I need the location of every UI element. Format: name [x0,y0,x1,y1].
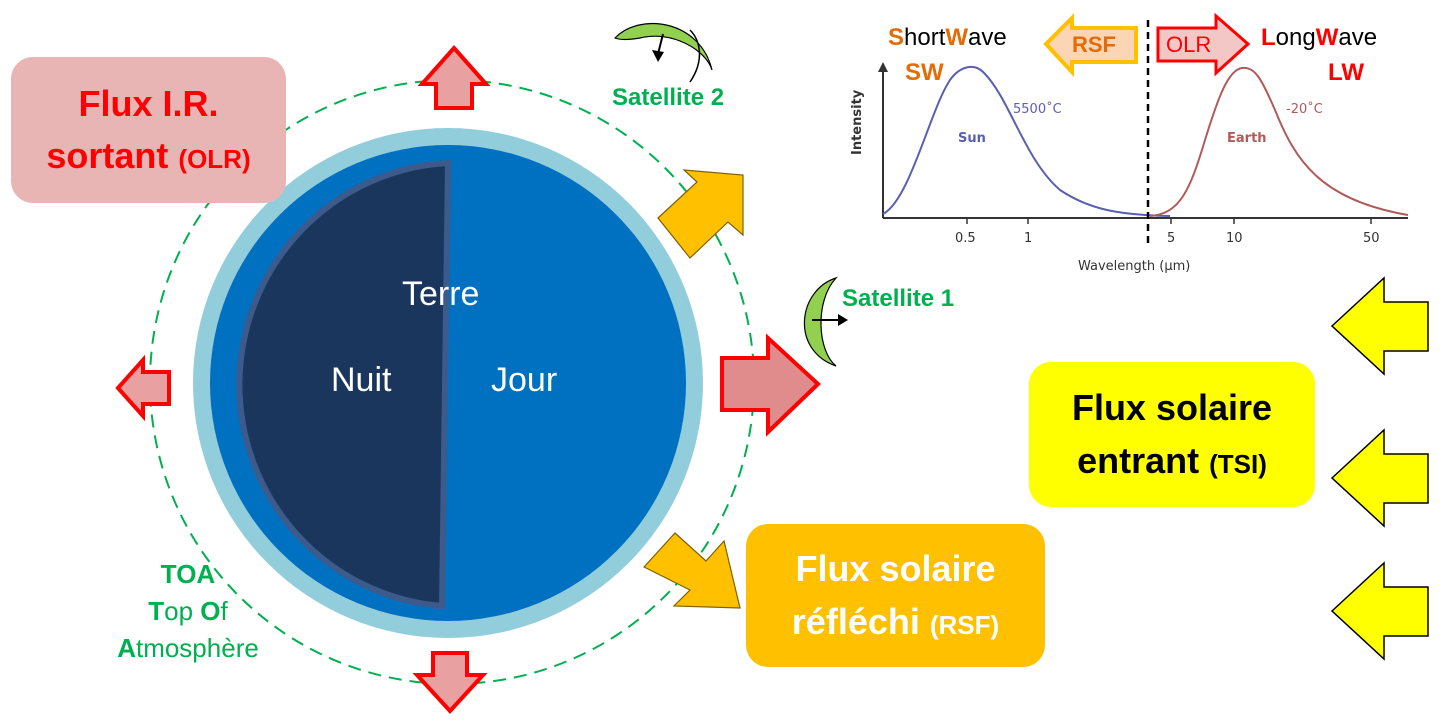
satellite-1-icon [803,276,848,367]
spectrum-xlabel: Wavelength (μm) [1078,259,1191,274]
sun-temp: 5500˚C [1013,102,1062,117]
satellite-2-label: Satellite 2 [612,84,725,111]
tick-label: 1 [1024,231,1033,246]
tsi-box-abbr: (TSI) [1209,448,1267,479]
tsi-arrow-2 [1330,428,1429,528]
toa-line1: TOA [160,559,216,589]
olr-arrow-right [720,333,821,437]
tick-label: 5 [1167,231,1176,246]
tick-label: 10 [1226,231,1243,246]
toa-label: TOA Top Of Atmosphère [108,556,268,667]
rsf-box: Flux solaire réfléchi (RSF) [746,524,1045,667]
olr-legend-label: OLR [1166,32,1212,57]
day-label: Jour [491,361,558,399]
tick-label: 0.5 [955,231,976,246]
longwave-title: LongWave [1261,24,1378,51]
spectrum-chart [878,12,1409,245]
earth-night-side [236,159,452,610]
olr-arrow-left [115,354,171,422]
earth-temp: -20˚C [1286,102,1323,117]
olr-box-line1: Flux I.R. [78,82,219,124]
toa-line3: Atmosphère [117,633,259,663]
shortwave-title: ShortWave [888,24,1007,51]
earth-title: Terre [402,275,480,313]
sw-abbr: SW [905,59,944,86]
night-label: Nuit [331,361,392,399]
rsf-box-line1: Flux solaire [795,548,996,590]
tsi-box-line2-wrap: entrant (TSI) [1077,435,1267,487]
rsf-box-line2: réfléchi [791,600,920,642]
satellite-2-icon [613,22,713,83]
tsi-arrow-3 [1330,561,1429,661]
lw-abbr: LW [1328,59,1364,86]
tsi-box: Flux solaire entrant (TSI) [1029,362,1315,507]
olr-box-line2: sortant [46,135,169,176]
olr-arrow-down [412,651,488,714]
spectrum-ylabel: Intensity [850,89,865,155]
rsf-box-abbr: (RSF) [929,609,1000,640]
earth-curve [1149,66,1409,217]
olr-legend-arrow [1156,12,1251,77]
rsf-arrow-upper [657,169,744,259]
tsi-arrow-1 [1330,276,1429,376]
rsf-box-line2-wrap: réfléchi (RSF) [792,596,999,648]
sun-curve [882,65,1171,217]
tsi-box-line1: Flux solaire [1071,387,1273,429]
satellite-1-label: Satellite 1 [842,285,955,312]
olr-arrow-up [417,44,491,110]
olr-box: Flux I.R. sortant (OLR) [11,57,286,203]
tick-label: 50 [1363,231,1380,246]
toa-line2: Top Of [148,596,228,626]
spectrum-y-axis-arrow [878,62,888,72]
rsf-legend-arrow [1043,13,1138,78]
olr-box-abbr: (OLR) [178,144,251,174]
rsf-arrow-lower [643,532,741,609]
tsi-box-line2: entrant [1077,439,1200,481]
olr-box-line2-wrap: sortant (OLR) [46,130,250,182]
rsf-legend-label: RSF [1072,32,1116,57]
earth-curve-label: Earth [1227,131,1267,146]
sun-label: Sun [958,131,986,146]
